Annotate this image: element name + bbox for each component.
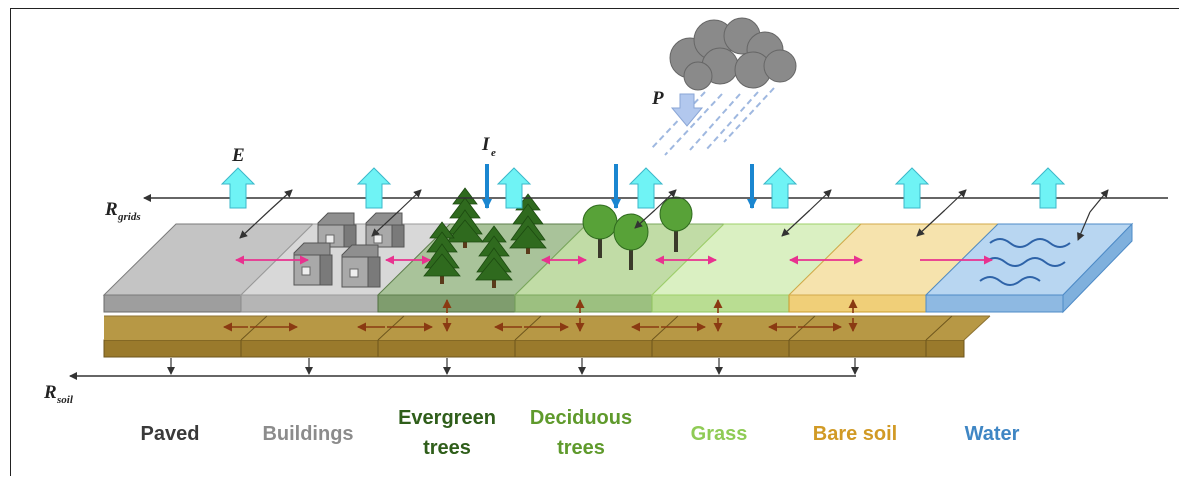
evaporation-symbol: E: [231, 145, 245, 166]
label-deciduous-line2: trees: [557, 437, 605, 459]
slab-water: [924, 222, 1134, 314]
water-waves: [979, 238, 1071, 286]
slab-paved: [102, 223, 315, 313]
label-water: Water: [965, 423, 1020, 445]
interception-subscript: e: [491, 147, 496, 159]
label-bare-soil: Bare soil: [813, 423, 897, 445]
r-grids-symbol: R: [104, 199, 118, 220]
label-buildings: Buildings: [262, 423, 353, 445]
precipitation-symbol: P: [651, 88, 664, 109]
precipitation-arrow: [670, 93, 704, 127]
vertical-exchange-arrows: [442, 299, 858, 332]
r-soil-subscript: soil: [56, 394, 74, 406]
soil-layer: [103, 315, 991, 358]
rain-streaks: [649, 87, 775, 156]
label-deciduous-line1: Deciduous: [530, 407, 632, 429]
cloud-icon: [669, 17, 797, 91]
label-evergreen-line1: Evergreen: [398, 407, 496, 429]
interception-symbol: I: [481, 134, 490, 155]
diagram-frame: [10, 8, 1179, 476]
interception-arrows: [482, 164, 757, 209]
label-paved: Paved: [141, 423, 200, 445]
evergreen-trees: [423, 187, 547, 288]
r-grids-subscript: grids: [117, 211, 141, 223]
surface-labels: Paved Buildings Evergreen trees Deciduou…: [141, 407, 1020, 459]
label-evergreen-line2: trees: [423, 437, 471, 459]
label-grass: Grass: [691, 423, 748, 445]
diagonal-runoff-arrows: [239, 189, 1109, 241]
slab-bare-soil: [787, 223, 1000, 313]
r-soil-line: [69, 358, 859, 380]
evaporation-arrows: [220, 167, 1066, 209]
houses: [293, 212, 405, 288]
r-soil-symbol: R: [43, 382, 57, 403]
